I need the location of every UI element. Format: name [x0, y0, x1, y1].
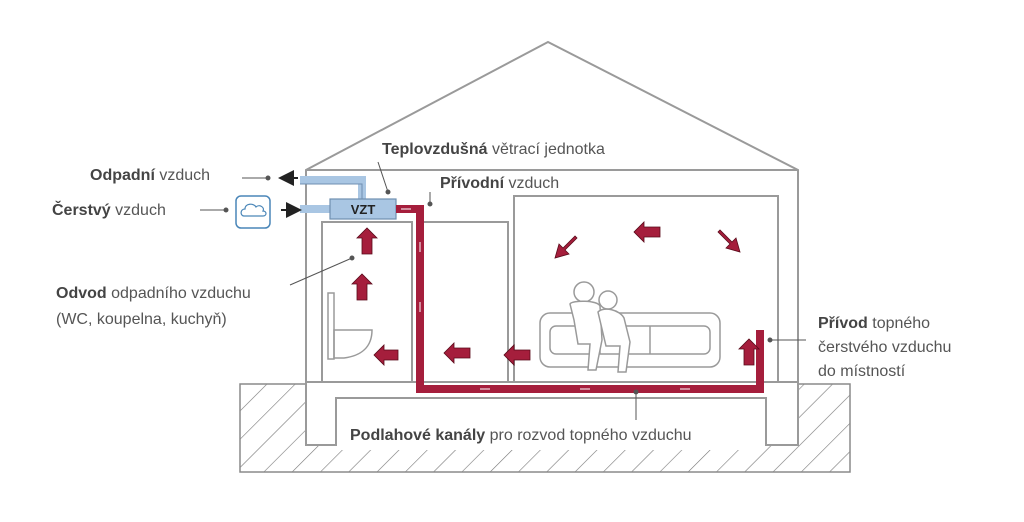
leader-lines	[200, 161, 806, 420]
label-unit-rest: větrací jednotka	[487, 141, 605, 158]
label-room-supply-line3: do místností	[818, 363, 906, 380]
house-outline	[305, 40, 799, 446]
label-extraction-bold: Odvod	[56, 285, 107, 302]
cloud-icon	[235, 195, 271, 229]
label-extraction-line2: (WC, koupelna, kuchyň)	[56, 311, 227, 328]
label-unit: Teplovzdušná větrací jednotka	[382, 140, 605, 160]
label-unit-bold: Teplovzdušná	[382, 141, 488, 158]
label-room-supply-bold: Přívod	[818, 315, 868, 332]
label-extraction: Odvod odpadního vzduchu	[56, 284, 251, 304]
label-room-supply-rest: topného	[867, 315, 931, 332]
label-exhaust-air: Odpadní vzduch	[90, 166, 210, 186]
sofa-with-people-icon	[539, 281, 721, 373]
label-floor-ducts-rest: pro rozvod topného vzduchu	[485, 427, 692, 444]
label-fresh-air-rest: vzduch	[110, 202, 166, 219]
label-fresh-air: Čerstvý vzduch	[52, 201, 166, 221]
label-supply-air-rest: vzduch	[504, 175, 560, 192]
label-floor-ducts: Podlahové kanály pro rozvod topného vzdu…	[350, 426, 692, 446]
label-supply-air-bold: Přívodní	[440, 175, 505, 192]
toilet-icon	[327, 292, 373, 360]
label-fresh-air-bold: Čerstvý	[52, 202, 111, 219]
vzt-unit-label: VZT	[351, 202, 376, 217]
label-room-supply: Přívod topného	[818, 314, 930, 334]
label-room-supply-line2: čerstvého vzduchu	[818, 339, 952, 356]
supply-duct	[396, 205, 764, 393]
label-supply-air: Přívodní vzduch	[440, 174, 559, 194]
label-exhaust-air-rest: vzduch	[154, 167, 211, 184]
outdoor-arrows	[278, 170, 302, 218]
label-exhaust-air-bold: Odpadní	[90, 167, 155, 184]
air-flow-arrows	[351, 221, 760, 366]
vzt-unit: VZT	[329, 198, 397, 220]
label-extraction-rest: odpadního vzduchu	[106, 285, 251, 302]
label-floor-ducts-bold: Podlahové kanály	[350, 427, 486, 444]
